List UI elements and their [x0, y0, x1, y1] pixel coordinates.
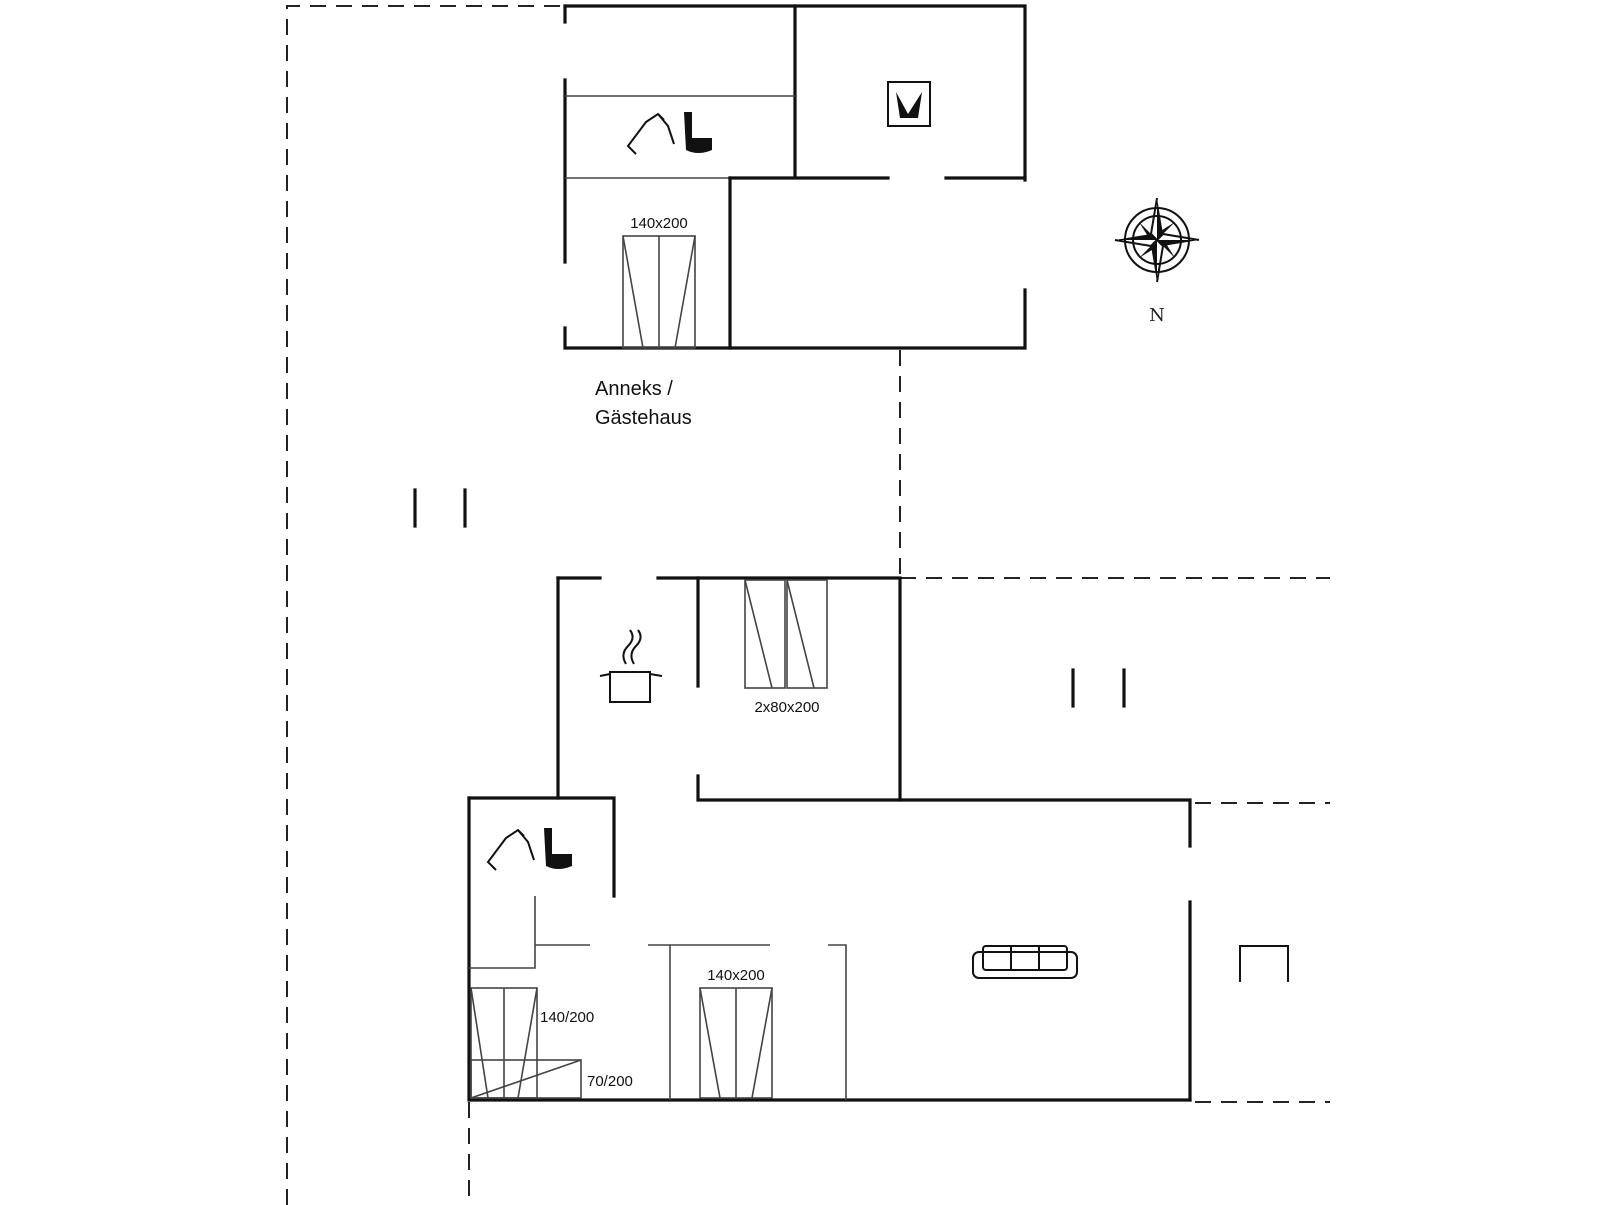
- double-room-wall-right: [828, 944, 847, 1100]
- main-top-wall-right: [656, 576, 902, 802]
- annex-label-line2: Gästehaus: [595, 407, 692, 429]
- bunk-upper-label: 70/200: [587, 1073, 633, 1090]
- annex-bathroom-icon: [626, 112, 712, 155]
- bunk-lower-label: 140/200: [540, 1009, 594, 1026]
- main-bathroom-icon: [486, 828, 572, 871]
- property-boundary-left: [286, 5, 565, 1205]
- annex-wood-stove-icon: [887, 81, 931, 127]
- annex-double-bed: [622, 235, 696, 349]
- bathroom-wall-bottom: [469, 896, 536, 969]
- bathroom-wall-top-right: [467, 796, 616, 898]
- annex-outer-wall-bottom: [563, 288, 1027, 350]
- compass-north-label: N: [1149, 305, 1165, 326]
- kitchen-cooking-pot-icon: [599, 629, 663, 703]
- twin-room-wall-bottom: [696, 774, 1192, 848]
- terrace-outlines: [286, 5, 1330, 1205]
- living-sofa-icon: [972, 945, 1078, 979]
- main-wall-bottom: [467, 796, 1192, 1102]
- main-double-bed-label: 140x200: [707, 967, 765, 984]
- living-wood-stove-icon: [1239, 945, 1289, 982]
- twin-beds-label: 2x80x200: [754, 699, 819, 716]
- annex-outer-wall-top-right: [563, 4, 1027, 182]
- post-markers: [413, 488, 1126, 708]
- annex-label-line1: Anneks /: [595, 378, 673, 400]
- compass-rose-icon: [1114, 197, 1200, 283]
- main-double-bed: [699, 987, 773, 1099]
- annex-building: 140x200 Anneks / Gästehaus: [563, 4, 1027, 429]
- twin-beds: [744, 579, 828, 689]
- annex-bed-label: 140x200: [630, 215, 688, 232]
- main-house: 2x80x200 140/200 70/200 140x200: [467, 576, 1289, 1102]
- bunk-beds: [470, 987, 582, 1099]
